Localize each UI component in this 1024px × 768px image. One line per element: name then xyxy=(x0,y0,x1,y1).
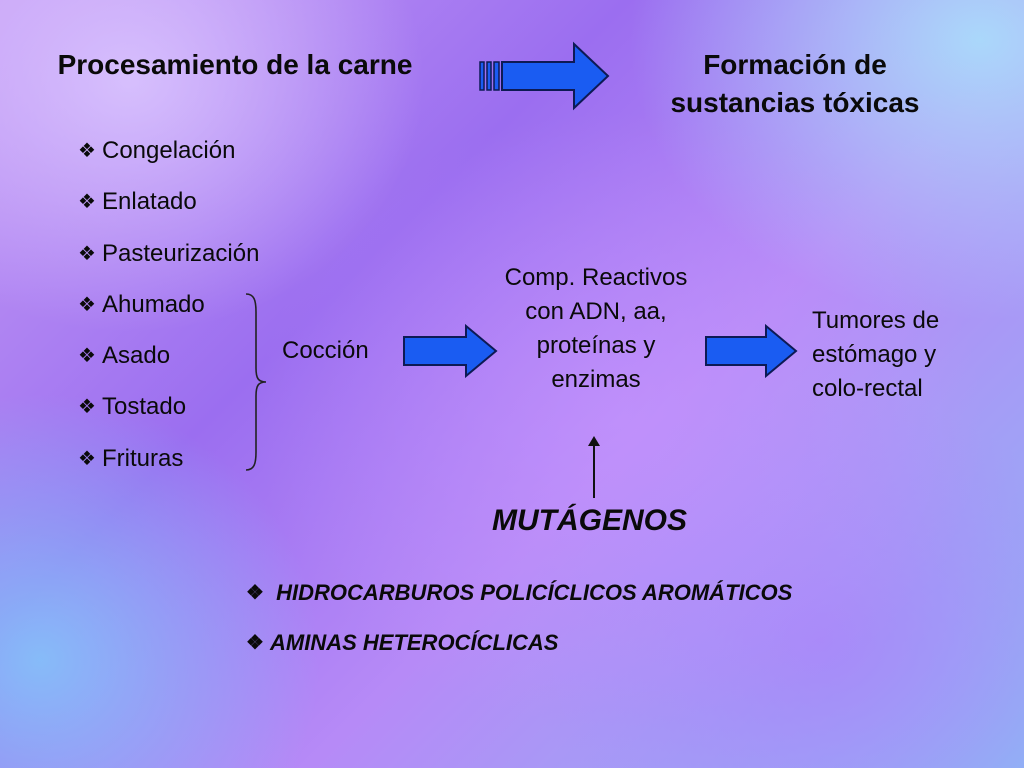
diamond-bullet-icon: ❖ xyxy=(78,396,96,419)
process-item: ❖ Ahumado xyxy=(78,290,259,341)
mutagenos-list: ❖ HIDROCARBUROS POLICÍCLICOS AROMÁTICOS … xyxy=(246,578,792,678)
process-list: ❖ Congelación ❖ Enlatado ❖ Pasteurizació… xyxy=(78,136,259,495)
process-item: ❖ Congelación xyxy=(78,136,259,187)
diamond-bullet-icon: ❖ xyxy=(78,345,96,368)
mutageno-item: ❖ HIDROCARBUROS POLICÍCLICOS AROMÁTICOS xyxy=(246,578,792,628)
curly-brace-icon xyxy=(245,293,267,471)
process-label: Enlatado xyxy=(102,188,197,216)
mutageno-item: ❖ AMINAS HETEROCÍCLICAS xyxy=(246,628,792,678)
diamond-bullet-icon: ❖ xyxy=(246,632,264,654)
process-item: ❖ Pasteurización xyxy=(78,239,259,290)
process-label: Ahumado xyxy=(102,290,205,318)
process-item: ❖ Enlatado xyxy=(78,187,259,238)
mutagenos-title: MUTÁGENOS xyxy=(492,504,687,537)
right-header-title: Formación de sustancias tóxicas xyxy=(670,49,920,118)
process-item: ❖ Asado xyxy=(78,341,259,392)
left-header-title: Procesamiento de la carne xyxy=(57,49,413,80)
mutageno-label: AMINAS HETEROCÍCLICAS xyxy=(270,630,559,655)
process-item: ❖ Tostado xyxy=(78,392,259,443)
mutageno-label: HIDROCARBUROS POLICÍCLICOS AROMÁTICOS xyxy=(270,580,793,605)
flow-arrow-icon xyxy=(403,323,498,379)
diamond-bullet-icon: ❖ xyxy=(78,447,96,470)
process-label: Asado xyxy=(102,342,171,370)
coccion-label: Cocción xyxy=(282,337,369,364)
process-label: Congelación xyxy=(102,137,236,164)
tumores-label: Tumores de estómago y colo-rectal xyxy=(812,307,940,402)
diamond-bullet-icon: ❖ xyxy=(78,242,96,265)
header-arrow-icon xyxy=(479,41,610,111)
diamond-bullet-icon: ❖ xyxy=(78,191,96,214)
flow-arrow-icon xyxy=(705,323,798,379)
diamond-bullet-icon: ❖ xyxy=(78,140,96,162)
process-item: ❖ Frituras xyxy=(78,444,259,495)
compuestos-reactivos-label: Comp. Reactivos con ADN, aa, proteínas y… xyxy=(504,264,688,393)
process-label: Tostado xyxy=(102,393,187,421)
process-label: Pasteurización xyxy=(102,239,260,267)
diamond-bullet-icon: ❖ xyxy=(78,293,96,316)
diamond-bullet-icon: ❖ xyxy=(246,582,264,604)
process-label: Frituras xyxy=(102,444,184,472)
up-arrow-icon xyxy=(588,436,600,498)
